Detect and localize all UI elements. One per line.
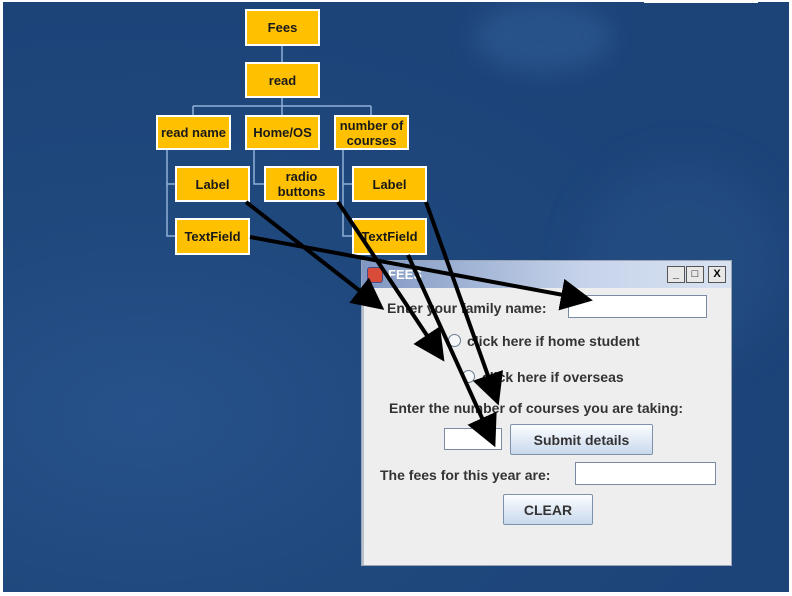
node-home-os: Home/OS bbox=[245, 115, 320, 150]
close-button[interactable]: X bbox=[708, 266, 726, 283]
clear-button[interactable]: CLEAR bbox=[503, 494, 593, 525]
fees-label: The fees for this year are: bbox=[380, 467, 551, 483]
node-textfield-right: TextField bbox=[352, 218, 427, 255]
family-name-label: Enter your family name: bbox=[387, 300, 547, 316]
node-number-of-courses: number of courses bbox=[334, 115, 409, 150]
overseas-label: click here if overseas bbox=[482, 369, 624, 385]
maximize-button[interactable]: □ bbox=[686, 266, 704, 283]
node-textfield-left: TextField bbox=[175, 218, 250, 255]
minimize-button[interactable]: _ bbox=[667, 266, 685, 283]
fees-field[interactable] bbox=[575, 462, 716, 485]
arrow-textfield-to-family-field bbox=[249, 235, 593, 311]
node-read-name: read name bbox=[156, 115, 231, 150]
node-label-left: Label bbox=[175, 166, 250, 202]
node-fees: Fees bbox=[245, 9, 320, 46]
home-student-label: click here if home student bbox=[467, 333, 640, 349]
courses-label: Enter the number of courses you are taki… bbox=[389, 400, 684, 416]
node-read: read bbox=[245, 62, 320, 98]
background-glow bbox=[473, 2, 613, 72]
node-radio-buttons: radio buttons bbox=[264, 166, 339, 202]
fees-window: FEES _ □ X Enter your family name: click… bbox=[361, 260, 732, 566]
arrow-textfield-right-to-courses-field bbox=[406, 254, 497, 448]
submit-details-button[interactable]: Submit details bbox=[510, 424, 653, 455]
window-edge bbox=[362, 288, 364, 565]
window-titlebar[interactable]: FEES _ □ X bbox=[362, 261, 731, 288]
arrow-label-to-family-label bbox=[244, 200, 385, 310]
arrow-radio-to-home-radio bbox=[336, 200, 445, 362]
top-strip bbox=[644, 0, 758, 3]
arrow-label-right-to-courses-label bbox=[424, 201, 503, 406]
node-label-right: Label bbox=[352, 166, 427, 202]
